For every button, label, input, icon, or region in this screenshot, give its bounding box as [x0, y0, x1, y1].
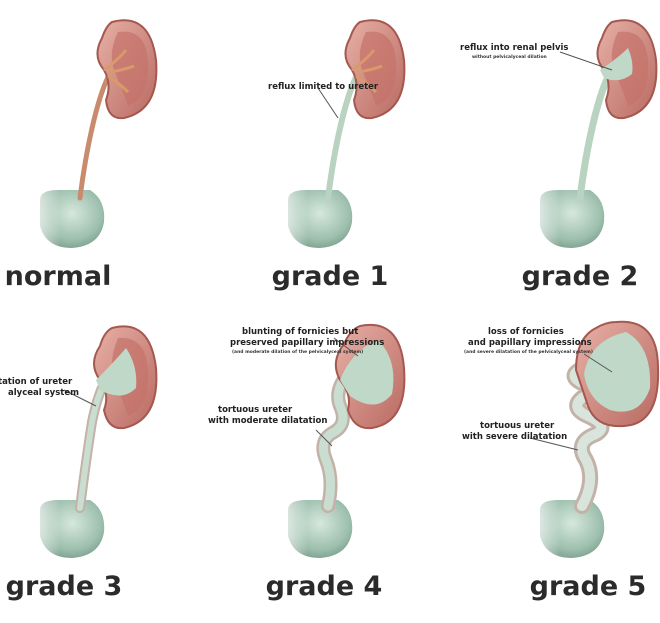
bladder [30, 185, 105, 255]
leader-line [559, 51, 613, 71]
panel-normal: normal [5, 19, 158, 292]
bladder [530, 185, 605, 255]
kidney [596, 19, 658, 120]
leader-line [63, 389, 97, 407]
kidney [96, 19, 158, 120]
panel-grade-4: blunting of fornicies but preserved papi… [208, 323, 406, 602]
bladder [278, 495, 353, 565]
bladder [530, 495, 605, 565]
annotation-line: tortuous ureter [480, 421, 555, 431]
annotation-sub: (and severe dilatation of the pelvicalyc… [464, 349, 593, 355]
ureter [77, 67, 115, 201]
grade-title: normal [5, 261, 112, 292]
leader-line [529, 437, 579, 451]
annotation-line: preserved papillary impressions [230, 338, 384, 348]
leader-line [583, 353, 613, 373]
grade-title: grade 4 [266, 571, 383, 602]
annotation-line: alyceal system [8, 388, 79, 398]
annotation: reflux limited to ureter [268, 82, 379, 92]
annotation: reflux into renal pelvis [460, 43, 568, 53]
grade-title: grade 1 [272, 261, 389, 292]
annotation-sub: (and moderate dilation of the pelvicalyc… [232, 349, 363, 355]
bladder [278, 185, 353, 255]
grade-title: grade 2 [522, 261, 639, 292]
leader-line [333, 337, 359, 357]
annotation-line: and papillary impressions [468, 338, 592, 348]
kidney [344, 19, 406, 120]
panel-grade-3: tation of ureter alyceal system grade 3 [0, 325, 158, 602]
grade-title: grade 5 [530, 571, 647, 602]
panel-grade-2: reflux into renal pelvis without pelvica… [460, 19, 658, 292]
panel-grade-1: reflux limited to ureter grade 1 [268, 19, 406, 292]
kidney [93, 325, 158, 430]
annotation-line: tortuous ureter [218, 405, 293, 415]
grade-title: grade 3 [6, 571, 123, 602]
ureter [576, 66, 616, 202]
kidney [334, 323, 406, 430]
ureter [325, 67, 363, 201]
panel-grade-5: loss of fornicies and papillary impressi… [462, 320, 660, 602]
annotation-line: with moderate dilatation [208, 416, 327, 426]
kidney [574, 320, 660, 428]
annotation-line: blunting of fornicies but [242, 327, 358, 337]
bladder [30, 495, 105, 565]
annotation-line: loss of fornicies [488, 327, 564, 337]
annotation-line: tation of ureter [0, 377, 73, 387]
annotation-sub: without pelvicalyceal dilation [472, 54, 547, 60]
annotation-line: with severe dilatation [462, 432, 567, 442]
leader-line [315, 429, 333, 447]
leader-line [317, 87, 339, 119]
